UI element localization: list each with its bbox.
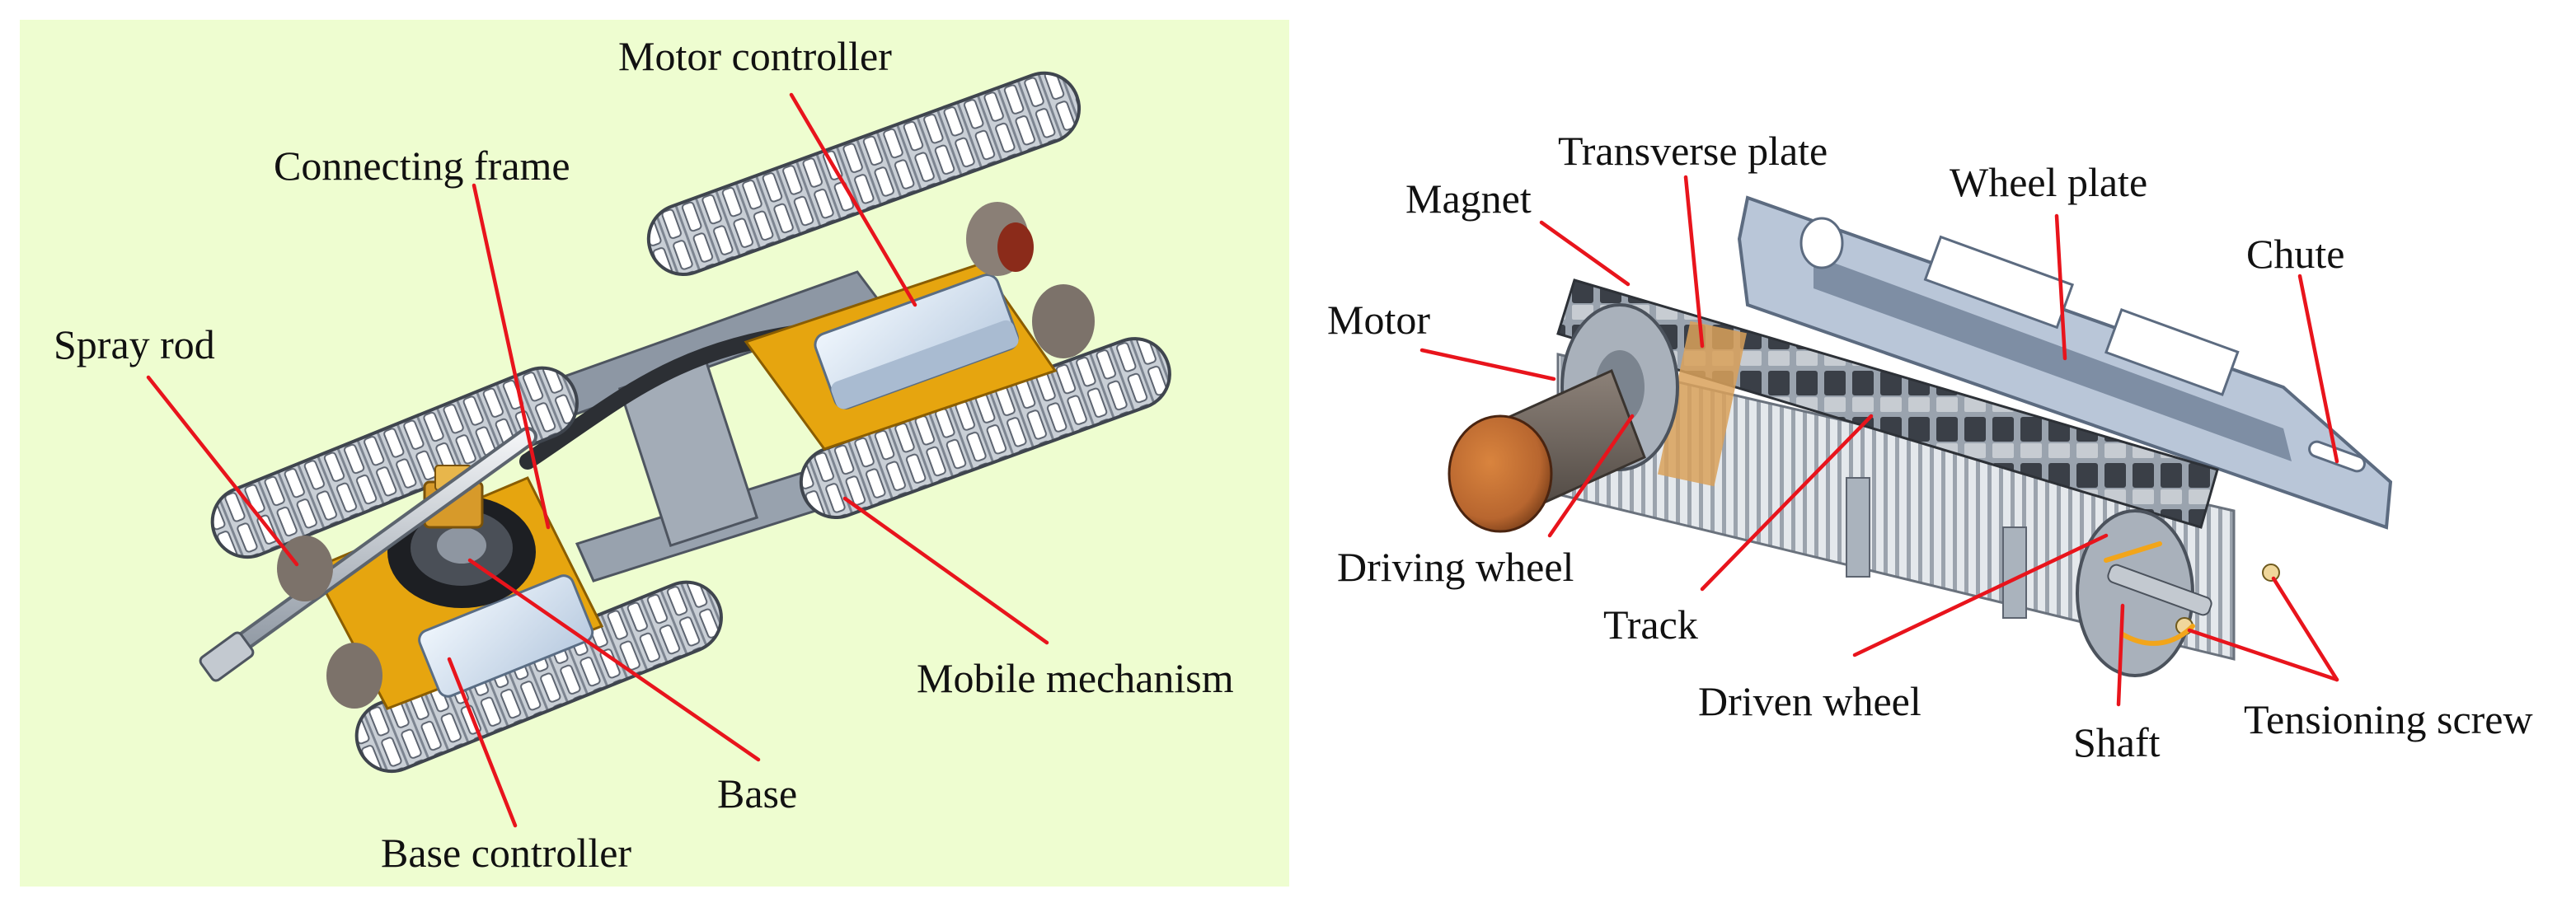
leader-base-controller xyxy=(447,657,518,828)
label-mobile-mechanism: Mobile mechanism xyxy=(917,655,1234,701)
leader-magnet xyxy=(1539,220,1631,287)
wheel-plate-part xyxy=(1737,195,2393,530)
base-controller-box xyxy=(418,574,594,698)
plate-slot xyxy=(2104,308,2240,396)
leader-transverse-plate xyxy=(1683,175,1705,349)
label-shaft: Shaft xyxy=(2073,719,2161,765)
leader-connecting-frame xyxy=(472,183,551,530)
leader-shaft xyxy=(2116,603,2125,707)
leader-motor xyxy=(1419,348,1556,381)
leader-driven-wheel xyxy=(1852,533,2109,657)
leader-mobile-mechanism xyxy=(842,496,1049,645)
leader-motor-controller xyxy=(789,92,917,307)
front-module xyxy=(199,366,723,774)
motor-cylinder xyxy=(277,536,382,709)
rear-module xyxy=(646,71,1171,520)
label-driving-wheel: Driving wheel xyxy=(1337,544,1574,590)
transverse-plate-part xyxy=(1658,320,1747,487)
leader-spray-rod xyxy=(146,375,299,567)
label-chute: Chute xyxy=(2246,231,2344,277)
left-labels: Motor controller Connecting frame Spray … xyxy=(54,33,1234,876)
robot-assembly xyxy=(199,71,1171,774)
label-base: Base xyxy=(717,770,797,816)
shaft-part xyxy=(2107,564,2212,616)
label-spray-rod: Spray rod xyxy=(54,321,215,367)
left-panel: Motor controller Connecting frame Spray … xyxy=(20,20,1289,887)
leader-chute xyxy=(2297,274,2339,464)
leader-base xyxy=(467,558,761,762)
inner-bracket xyxy=(1846,477,1870,578)
motor-controller-box xyxy=(814,274,1019,409)
spray-rod-shape xyxy=(199,427,537,682)
leader-wheel-plate xyxy=(2054,213,2067,361)
plate-hole xyxy=(1799,217,1844,269)
label-base-controller: Base controller xyxy=(381,830,631,876)
label-connecting-frame: Connecting frame xyxy=(274,143,570,189)
label-tensioning-screw: Tensioning screw xyxy=(2244,696,2533,742)
motor-cylinder xyxy=(966,202,1095,358)
label-driven-wheel: Driven wheel xyxy=(1698,678,1921,724)
track-unit xyxy=(210,366,579,559)
tension-arrow xyxy=(2104,541,2195,646)
track-unit xyxy=(646,71,1082,277)
motor-part xyxy=(1448,368,1646,533)
inner-bracket xyxy=(2002,526,2027,619)
label-transverse-plate: Transverse plate xyxy=(1558,128,1828,174)
leader-driving-wheel xyxy=(1547,414,1635,538)
track-assembly xyxy=(1556,278,2280,677)
right-labels: Transverse plate Magnet Wheel plate Chut… xyxy=(1327,128,2533,765)
label-wheel-plate: Wheel plate xyxy=(1950,159,2147,205)
leader-track xyxy=(1700,414,1874,592)
label-magnet: Magnet xyxy=(1405,175,1532,222)
right-panel: Transverse plate Magnet Wheel plate Chut… xyxy=(1327,128,2533,765)
leader-tensioning-screw-2 xyxy=(2187,628,2339,682)
label-motor-controller: Motor controller xyxy=(618,33,892,79)
label-motor: Motor xyxy=(1327,297,1430,343)
tensioning-screw-part xyxy=(2262,564,2280,582)
left-leader-lines xyxy=(146,92,1049,828)
right-leader-lines xyxy=(1419,175,2339,707)
leader-tensioning-screw-1 xyxy=(2271,576,2339,682)
label-track: Track xyxy=(1603,601,1698,648)
plate-slot xyxy=(1923,235,2075,330)
